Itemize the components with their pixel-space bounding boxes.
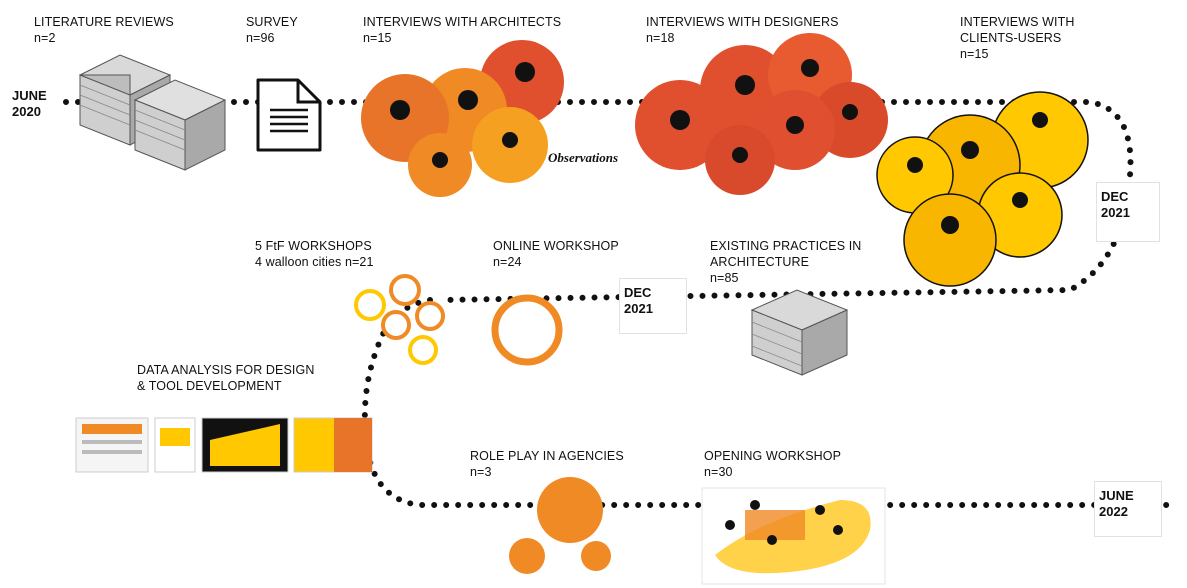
date-dec-2021-right: DEC 2021 (1097, 183, 1159, 241)
step-title: OPENING WORKSHOP (704, 449, 842, 463)
roleplay-circles-icon (509, 477, 611, 574)
date-month: DEC (1101, 189, 1129, 204)
date-end-month: JUNE (1099, 488, 1134, 503)
step-title: ONLINE WORKSHOP (493, 239, 619, 253)
date-year: 2021 (1101, 205, 1130, 220)
step-ftf-workshops: 5 FtF WORKSHOPS 4 walloon cities n=21 (255, 238, 374, 270)
step-count: n=15 (363, 31, 392, 45)
designers-portraits-icon (635, 33, 888, 195)
step-title: DATA ANALYSIS FOR DESIGN (137, 363, 315, 377)
observations-label: Observations (548, 150, 619, 165)
step-interviews-clients: INTERVIEWS WITH CLIENTS-USERS n=15 (960, 14, 1074, 62)
step-online-workshop: ONLINE WORKSHOP n=24 (493, 238, 619, 270)
analysis-thumbnails-icon (75, 417, 373, 473)
step-title-2: ARCHITECTURE (710, 255, 810, 269)
date-end: JUNE 2022 (1095, 482, 1161, 536)
step-title-2: & TOOL DEVELOPMENT (137, 379, 282, 393)
step-title: INTERVIEWS WITH (960, 15, 1075, 29)
step-count: n=18 (646, 31, 675, 45)
paper-stack-icon (78, 54, 227, 171)
step-role-play: ROLE PLAY IN AGENCIES n=3 (470, 448, 624, 480)
step-title: INTERVIEWS WITH ARCHITECTS (363, 15, 562, 29)
date-start-year: 2020 (12, 104, 41, 119)
step-count: n=85 (710, 271, 739, 285)
architects-portraits-icon (361, 40, 564, 197)
step-count: 4 walloon cities n=21 (255, 255, 374, 269)
step-data-analysis: DATA ANALYSIS FOR DESIGN & TOOL DEVELOPM… (137, 362, 314, 394)
step-count: n=15 (960, 47, 989, 61)
step-opening-workshop: OPENING WORKSHOP n=30 (704, 448, 841, 480)
date-start-month: JUNE (12, 88, 47, 103)
document-icon (256, 78, 322, 152)
step-count: n=3 (470, 465, 492, 479)
step-title: SURVEY (246, 15, 298, 29)
step-existing-practices: EXISTING PRACTICES IN ARCHITECTURE n=85 (710, 238, 861, 286)
date-month: DEC (624, 285, 652, 300)
step-count: n=2 (34, 31, 56, 45)
step-title: EXISTING PRACTICES IN (710, 239, 862, 253)
timeline-segment-1 (63, 99, 1134, 303)
online-ring-icon (491, 294, 563, 366)
date-year: 2021 (624, 301, 653, 316)
step-count: n=24 (493, 255, 522, 269)
step-interviews-architects: INTERVIEWS WITH ARCHITECTS n=15 (363, 14, 561, 46)
date-end-year: 2022 (1099, 504, 1128, 519)
step-title: 5 FtF WORKSHOPS (255, 239, 372, 253)
step-literature-reviews: LITERATURE REVIEWS n=2 (34, 14, 174, 46)
step-title: INTERVIEWS WITH DESIGNERS (646, 15, 839, 29)
date-dec-2021-center: DEC 2021 (620, 279, 686, 333)
step-title: ROLE PLAY IN AGENCIES (470, 449, 624, 463)
step-title: LITERATURE REVIEWS (34, 15, 174, 29)
clients-portraits-icon (876, 91, 1089, 287)
date-start: JUNE 2020 (12, 88, 47, 120)
paper-stack-icon (750, 289, 849, 376)
workshop-rings-icon (354, 274, 445, 365)
opening-workshop-icon (701, 487, 886, 585)
step-count: n=30 (704, 465, 733, 479)
step-survey: SURVEY n=96 (246, 14, 298, 46)
step-count: n=96 (246, 31, 275, 45)
step-interviews-designers: INTERVIEWS WITH DESIGNERS n=18 (646, 14, 839, 46)
step-title-2: CLIENTS-USERS (960, 31, 1062, 45)
